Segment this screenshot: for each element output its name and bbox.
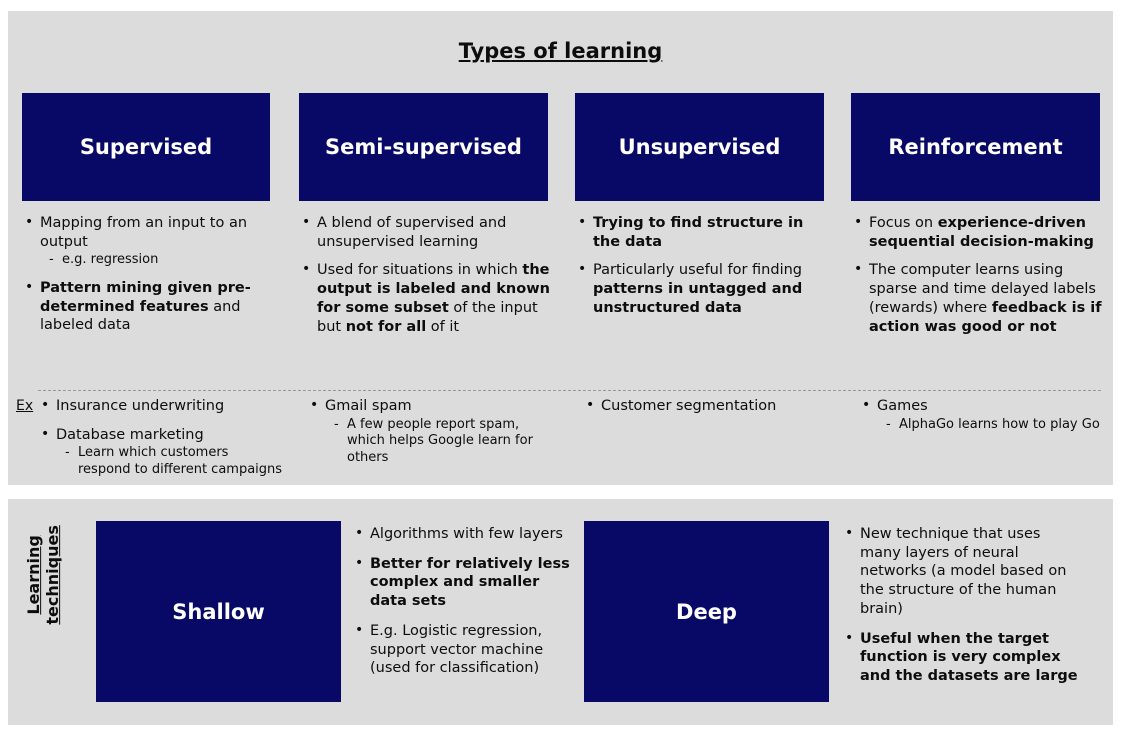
- bullet-text: Focus on: [869, 215, 938, 231]
- bullet-text: Mapping from an input to an output: [40, 215, 248, 250]
- bullet-text-emphasis: patterns in untagged and unstructured da…: [593, 281, 803, 316]
- learning-techniques-label-line1: Learning: [24, 535, 44, 615]
- technique-description-deep: New technique that uses many layers of n…: [842, 524, 1078, 697]
- sub-bullet-item: A few people report spam, which helps Go…: [325, 417, 559, 467]
- examples-list-reinforcement: GamesAlphaGo learns how to play Go: [859, 396, 1111, 443]
- examples-list-semi-supervised: Gmail spam A few people report spam, whic…: [307, 396, 559, 477]
- category-box-reinforcement[interactable]: Reinforcement: [851, 93, 1100, 201]
- sub-bullet-item: AlphaGo learns how to play Go: [877, 417, 1111, 434]
- description-list-supervised: Mapping from an input to an output e.g. r…: [22, 213, 274, 345]
- example-bullet-item: Customer segmentation: [583, 396, 835, 416]
- bullet-text: Customer segmentation: [601, 398, 777, 414]
- bullet-item: New technique that uses many layers of n…: [842, 524, 1078, 619]
- category-column-semi-supervised: Semi-supervised: [299, 93, 548, 201]
- bullet-text: of it: [426, 318, 460, 335]
- learning-techniques-label-line2: techniques: [43, 525, 62, 625]
- bullet-item: Useful when the target function is very …: [842, 629, 1078, 686]
- bullet-item: Focus on experience-driven sequential de…: [851, 213, 1107, 251]
- bullet-item: A blend of supervised and unsupervised l…: [299, 213, 551, 251]
- technique-box-shallow[interactable]: Shallow: [96, 521, 341, 702]
- technique-description-shallow: Algorithms with few layersBetter for rel…: [352, 524, 574, 689]
- bullet-text: Insurance underwriting: [56, 398, 225, 414]
- bullet-text-emphasis: Trying to find structure in the data: [593, 215, 804, 250]
- category-column-unsupervised: Unsupervised: [575, 93, 824, 201]
- section-divider: [38, 390, 1101, 391]
- technique-box-deep[interactable]: Deep: [584, 521, 829, 702]
- bullet-item: Particularly useful for finding patterns…: [575, 260, 827, 317]
- bullet-text: Particularly useful for finding: [593, 262, 803, 279]
- sub-bullet-list: e.g. regression: [40, 252, 274, 269]
- sub-bullet-list: Learn which customers respond to differe…: [56, 445, 283, 478]
- bullet-item: Used for situations in which the output …: [299, 260, 551, 336]
- bullet-text-emphasis: Pattern mining given pre-determined feat…: [40, 280, 251, 315]
- bullet-item: E.g. Logistic regression, support vector…: [352, 621, 574, 678]
- bullet-text-emphasis: feedback is if action was good or not: [869, 299, 1102, 335]
- example-bullet-item: GamesAlphaGo learns how to play Go: [859, 396, 1111, 434]
- bullet-text: The computer learns using sparse and tim…: [869, 262, 1096, 316]
- bullet-text-emphasis: experience-driven sequential decision-ma…: [869, 215, 1094, 250]
- category-label: Unsupervised: [618, 134, 781, 159]
- sub-bullet-item: e.g. regression: [40, 252, 274, 269]
- bullet-text: A blend of supervised and unsupervised l…: [317, 215, 507, 250]
- bullet-text-emphasis: Useful when the target function is very …: [860, 630, 1078, 684]
- description-list-semi-supervised: A blend of supervised and unsupervised l…: [299, 213, 551, 346]
- category-column-supervised: Supervised: [22, 93, 270, 201]
- bullet-text: of the input but: [317, 299, 538, 335]
- category-box-semi-supervised[interactable]: Semi-supervised: [299, 93, 548, 201]
- bullet-text: Database marketing: [56, 426, 204, 443]
- types-of-learning-panel: Types of learning Supervised Semi-superv…: [8, 11, 1113, 485]
- bullet-text-emphasis: Better for relatively less complex and s…: [370, 555, 570, 610]
- category-box-unsupervised[interactable]: Unsupervised: [575, 93, 824, 201]
- sub-bullet-list: A few people report spam, which helps Go…: [325, 417, 559, 467]
- examples-list-unsupervised: Customer segmentation: [583, 396, 835, 426]
- bullet-item: Mapping from an input to an output e.g. r…: [22, 213, 274, 269]
- bullet-text: Algorithms with few layers: [370, 526, 563, 542]
- bullet-text: Used for situations in which: [317, 262, 523, 279]
- example-bullet-item: Database marketingLearn which customers …: [38, 425, 283, 479]
- sub-bullet-list: AlphaGo learns how to play Go: [877, 417, 1111, 434]
- bullet-text: Gmail spam: [325, 398, 412, 414]
- bullet-text-emphasis: the output is labeled and known for some…: [317, 262, 550, 316]
- learning-techniques-label: Learning techniques: [24, 515, 63, 635]
- bullet-item: Trying to find structure in the data: [575, 213, 827, 251]
- description-list-unsupervised: Trying to find structure in the dataPart…: [575, 213, 827, 328]
- sub-bullet-item: Learn which customers respond to differe…: [56, 445, 283, 478]
- bullet-item: The computer learns using sparse and tim…: [851, 260, 1107, 336]
- bullet-item: Pattern mining given pre-determined feat…: [22, 278, 274, 335]
- category-column-reinforcement: Reinforcement: [851, 93, 1100, 201]
- examples-list-supervised: Insurance underwritingDatabase marketing…: [38, 396, 283, 489]
- category-label: Reinforcement: [888, 134, 1063, 159]
- category-label: Supervised: [79, 134, 213, 159]
- example-bullet-item: Gmail spam A few people report spam, whic…: [307, 396, 559, 467]
- description-list-reinforcement: Focus on experience-driven sequential de…: [851, 213, 1107, 346]
- technique-label: Deep: [676, 599, 737, 624]
- bullet-text-emphasis: not for all: [345, 318, 427, 335]
- bullet-item: Algorithms with few layers: [352, 524, 574, 544]
- bullet-item: Better for relatively less complex and s…: [352, 554, 574, 611]
- bullet-text: E.g. Logistic regression, support vector…: [370, 622, 544, 677]
- category-label: Semi-supervised: [325, 134, 522, 159]
- page-title: Types of learning: [458, 39, 663, 63]
- bullet-text: New technique that uses many layers of n…: [860, 526, 1067, 617]
- example-bullet-item: Insurance underwriting: [38, 396, 283, 416]
- examples-label: Ex: [16, 398, 34, 414]
- bullet-text: Games: [877, 398, 928, 414]
- category-box-supervised[interactable]: Supervised: [22, 93, 270, 201]
- technique-label: Shallow: [172, 599, 265, 624]
- bullet-text: and labeled data: [40, 298, 241, 334]
